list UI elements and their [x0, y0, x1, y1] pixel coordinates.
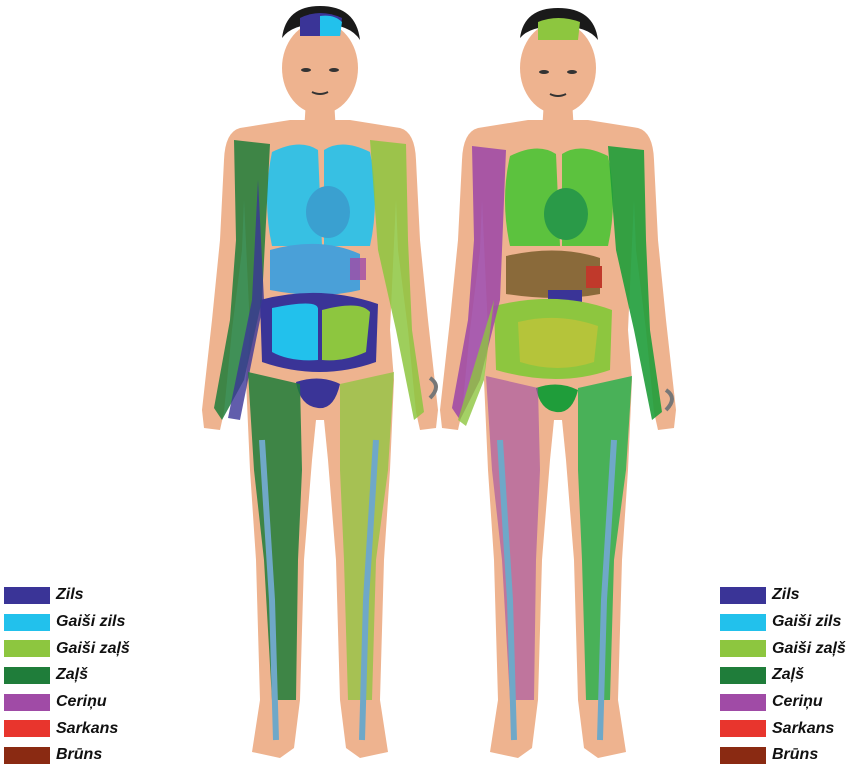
legend-swatch-gaisi-zils [4, 614, 50, 631]
legend-item-bruns: Brūns [4, 742, 130, 769]
figure-left-intestine-lightgreen [322, 305, 370, 360]
legend-label-bruns: Brūns [56, 746, 102, 764]
legend-label-cerinu: Ceriņu [56, 693, 107, 711]
figure-right-brain-lightgreen [538, 18, 580, 40]
figure-right-eye-left [539, 70, 549, 74]
legend-label-gaisi-zils: Gaiši zils [772, 613, 841, 631]
figure-left-eye-left [301, 68, 311, 72]
legend-swatch-gaisi-zals [720, 640, 766, 657]
legend-swatch-zals [4, 667, 50, 684]
legend-swatch-bruns [4, 747, 50, 764]
figure-left [202, 6, 438, 758]
legend-label-zils: Zils [56, 586, 84, 604]
legend-item-cerinu: Ceriņu [720, 689, 846, 716]
figure-left-heart [306, 186, 350, 238]
figure-left-liver [270, 244, 360, 295]
legend-swatch-zils [4, 587, 50, 604]
legend-swatch-bruns [720, 747, 766, 764]
legend-label-sarkans: Sarkans [772, 720, 834, 738]
legend-item-cerinu: Ceriņu [4, 689, 130, 716]
legend-item-gaisi-zals: Gaiši zaļš [4, 635, 130, 662]
figure-right-heart [544, 188, 588, 240]
legend-item-bruns: Brūns [720, 742, 846, 769]
figure-left-eye-right [329, 68, 339, 72]
legend-label-gaisi-zals: Gaiši zaļš [56, 640, 130, 658]
legend-item-zals: Zaļš [720, 662, 846, 689]
legend-swatch-zals [720, 667, 766, 684]
legend-label-gaisi-zils: Gaiši zils [56, 613, 125, 631]
legend-left: Zils Gaiši zils Gaiši zaļš Zaļš Ceriņu S… [4, 582, 130, 769]
legend-item-zils: Zils [720, 582, 846, 609]
legend-label-gaisi-zals: Gaiši zaļš [772, 640, 846, 658]
legend-item-sarkans: Sarkans [720, 715, 846, 742]
figure-left-spleen [350, 258, 366, 280]
legend-swatch-sarkans [4, 720, 50, 737]
legend-item-zals: Zaļš [4, 662, 130, 689]
figure-right-spleen [586, 266, 602, 288]
legend-swatch-gaisi-zals [4, 640, 50, 657]
legend-label-zals: Zaļš [772, 666, 804, 684]
legend-swatch-cerinu [720, 694, 766, 711]
legend-swatch-gaisi-zils [720, 614, 766, 631]
legend-swatch-cerinu [4, 694, 50, 711]
legend-label-cerinu: Ceriņu [772, 693, 823, 711]
legend-label-bruns: Brūns [772, 746, 818, 764]
figure-right-small-intestine [518, 318, 598, 368]
figure-left-intestine-lightblue [272, 303, 318, 360]
legend-item-sarkans: Sarkans [4, 715, 130, 742]
figure-right-eye-right [567, 70, 577, 74]
legend-swatch-zils [720, 587, 766, 604]
legend-item-zils: Zils [4, 582, 130, 609]
legend-label-sarkans: Sarkans [56, 720, 118, 738]
legend-label-zils: Zils [772, 586, 800, 604]
figure-right [440, 8, 676, 758]
legend-swatch-sarkans [720, 720, 766, 737]
legend-right: Zils Gaiši zils Gaiši zaļš Zaļš Ceriņu S… [720, 582, 846, 769]
legend-item-gaisi-zals: Gaiši zaļš [720, 635, 846, 662]
legend-item-gaisi-zils: Gaiši zils [4, 609, 130, 636]
legend-label-zals: Zaļš [56, 666, 88, 684]
legend-item-gaisi-zils: Gaiši zils [720, 609, 846, 636]
